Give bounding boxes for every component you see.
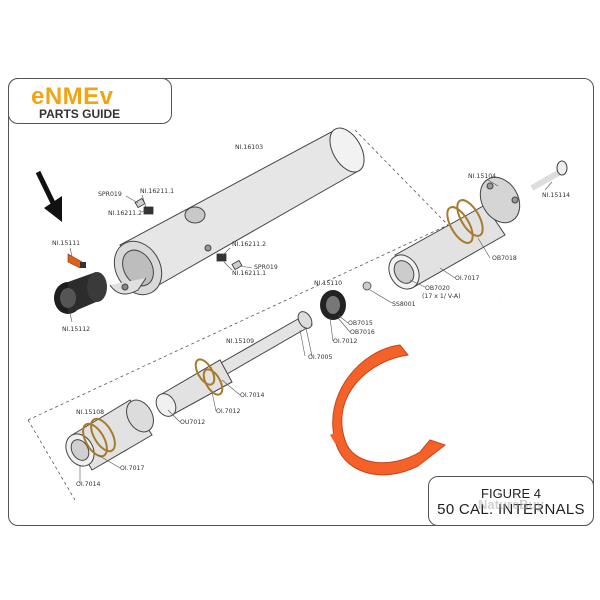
label-oi7012-b: OI.7012 xyxy=(216,408,240,415)
black-seal-part xyxy=(320,290,346,320)
dashed-guide-lines xyxy=(27,129,449,501)
figure-subtitle: 50 CAL. INTERNALS xyxy=(437,501,585,518)
orange-curved-part xyxy=(330,344,447,476)
label-ni15110: NI.15110 xyxy=(314,280,342,287)
label-oi7014-mid: OI.7014 xyxy=(240,392,264,399)
label-ni16211-1-a: NI.16211.1 xyxy=(140,188,174,195)
label-spr019-a: SPR019 xyxy=(98,191,122,198)
label-oi7012-mid: OI.7012 xyxy=(333,338,357,345)
label-ob7020-note: (17 x 1/ V-A) xyxy=(422,293,460,300)
label-ni15109: NI.15109 xyxy=(226,338,254,345)
label-ob7020: OB7020 xyxy=(425,285,450,292)
label-ob7018: OB7018 xyxy=(492,255,517,262)
label-oi7017-top: OI.7017 xyxy=(455,275,479,282)
figure-title: FIGURE 4 xyxy=(481,486,541,501)
label-spr019-b: SPR019 xyxy=(254,264,278,271)
down-arrow-icon xyxy=(35,170,62,222)
label-oi7014-bot: OI.7014 xyxy=(76,481,100,488)
label-ni16211-2-b: NI.16211.2 xyxy=(232,241,266,248)
label-ss8001: SS8001 xyxy=(392,301,416,308)
label-ou7012: OU7012 xyxy=(180,419,205,426)
label-ni15114: NI.15114 xyxy=(542,192,570,199)
watermark: NatureBuy xyxy=(478,497,544,512)
logo-box: eNMEv PARTS GUIDE xyxy=(8,78,172,124)
label-ni16103: NI.16103 xyxy=(235,144,263,151)
figure-caption-box: FIGURE 4 50 CAL. INTERNALS xyxy=(428,476,594,526)
bolt-part xyxy=(65,399,154,471)
set-screw-icon xyxy=(362,281,372,291)
label-ni16211-2-a: NI.16211.2 xyxy=(108,210,142,217)
label-ob7015: OB7015 xyxy=(348,320,373,327)
main-body-tube xyxy=(109,127,365,296)
label-ni15104: NI.15104 xyxy=(468,173,496,180)
label-ni15111: NI.15111 xyxy=(52,240,80,247)
leader-lines xyxy=(69,179,553,483)
label-ni15112: NI.15112 xyxy=(62,326,90,333)
label-oi7017-bot: OI.7017 xyxy=(120,465,144,472)
orange-lever-part xyxy=(67,253,86,269)
label-ob7016: OB7016 xyxy=(350,329,375,336)
label-oi7005: OI.7005 xyxy=(308,354,332,361)
pin-part xyxy=(530,160,568,191)
brand-logo: eNMEv xyxy=(31,83,114,110)
diagram-frame xyxy=(8,78,594,526)
middle-tube-part xyxy=(155,358,233,417)
parts-guide-label: PARTS GUIDE xyxy=(39,107,121,121)
part-labels: NI.16103 SPR019 NI.16211.1 NI.16211.2 NI… xyxy=(52,144,570,488)
black-end-cap xyxy=(54,272,107,314)
valve-assembly xyxy=(388,176,521,290)
label-ni16211-1-b: NI.16211.1 xyxy=(232,270,266,277)
label-ni15108: NI.15108 xyxy=(76,409,104,416)
small-screw-icons xyxy=(134,197,243,271)
